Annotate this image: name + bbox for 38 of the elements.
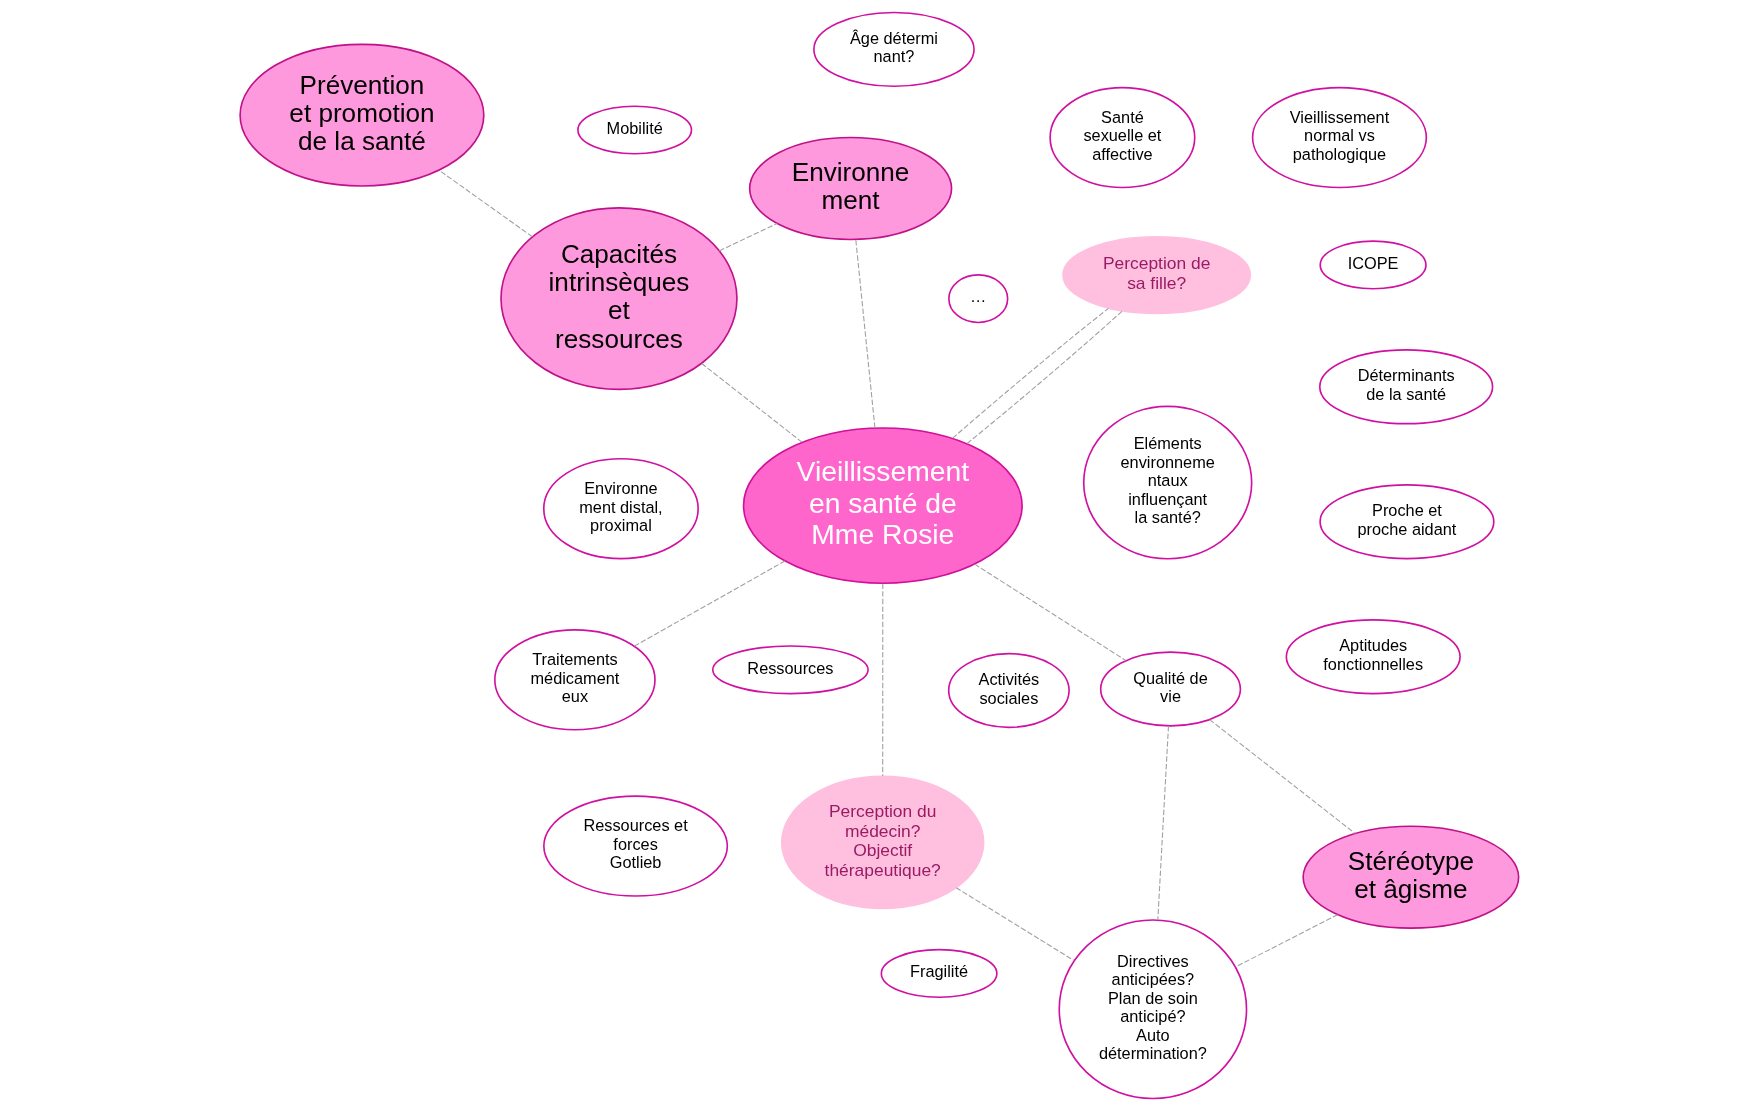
node-circle: Eléments environneme ntaux influençant la santé? — [1082, 405, 1252, 560]
node-ellipse: Aptitudes fonctionnelles — [1285, 619, 1461, 695]
node-ellipse: Fragilité — [880, 948, 998, 999]
node-ellipse: Vieillissement en santé de Mme Rosie — [742, 427, 1023, 585]
node-ellipse: … — [947, 274, 1008, 324]
node-ellipse: Ressources — [711, 645, 869, 695]
node-ellipse: Perception de sa fille? — [1061, 235, 1251, 315]
node-ellipse: Capacités intrinsèques et ressources — [499, 207, 738, 391]
node-ellipse: Déterminants de la santé — [1318, 349, 1493, 425]
connector — [438, 169, 533, 238]
node-ellipse: Âge détermi nant? — [812, 11, 975, 88]
connector — [633, 560, 786, 647]
connector — [966, 310, 1123, 445]
node-ellipse: Prévention et promotion de la santé — [238, 43, 485, 187]
node-ellipse: Ressources et forces Gotlieb — [542, 795, 728, 897]
connector — [951, 307, 1109, 439]
connector — [718, 222, 778, 252]
connector — [700, 362, 802, 443]
node-ellipse: Stéréotype et âgisme — [1301, 825, 1519, 929]
node-ellipse: Environne ment — [748, 136, 952, 241]
node-ellipse: Mobilité — [576, 105, 692, 155]
node-ellipse: Qualité de vie — [1099, 651, 1241, 727]
node-ellipse: Proche et proche aidant — [1318, 484, 1495, 560]
node-ellipse: Santé sexuelle et affective — [1048, 86, 1196, 189]
connector — [881, 583, 883, 777]
connector — [1208, 719, 1356, 835]
connector — [1234, 914, 1338, 968]
node-ellipse: Vieillissement normal vs pathologique — [1251, 86, 1427, 189]
node-ellipse: Environne ment distal, proximal — [542, 457, 699, 560]
connector — [973, 563, 1126, 661]
node-circle: Directives anticipées? Plan de soin anticipé? Auto détermination? — [1057, 919, 1247, 1100]
connector — [854, 238, 875, 429]
connector — [955, 887, 1074, 961]
connector — [1156, 725, 1169, 921]
node-ellipse: ICOPE — [1318, 240, 1427, 290]
node-ellipse: Activités sociales — [947, 652, 1070, 729]
node-ellipse: Perception du médecin? Objectif thérapeutique? — [780, 775, 984, 910]
node-ellipse: Traitements médicament eux — [493, 629, 656, 731]
